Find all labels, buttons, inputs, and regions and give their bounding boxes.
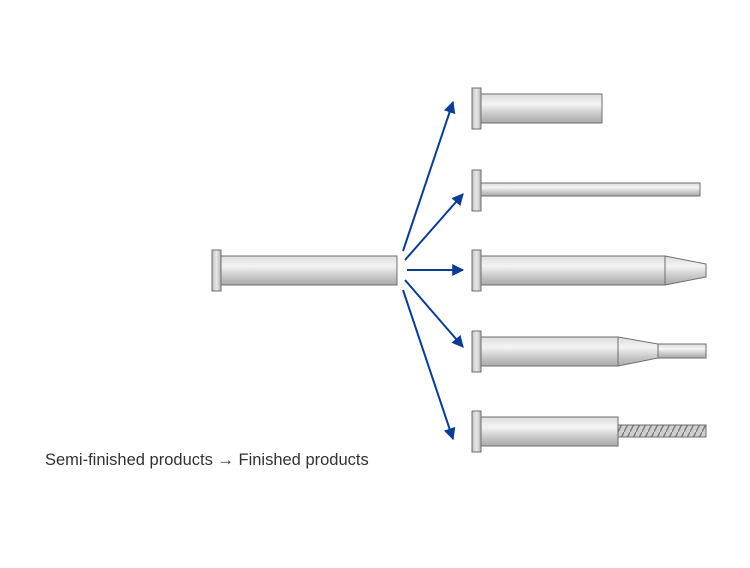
pin-head: [471, 169, 482, 212]
pin-shaft: [480, 336, 619, 367]
finished-pin-short: [471, 87, 603, 130]
pin-head: [471, 249, 482, 292]
pin-head: [471, 410, 482, 453]
finished-pin-tapered-tip: [471, 249, 707, 292]
semi-finished-pin-head: [211, 249, 222, 292]
arrow-to-product-4: [404, 279, 464, 348]
pin-head: [471, 87, 482, 130]
pin-shaft: [480, 255, 666, 286]
finished-pin-thin-long: [471, 169, 701, 212]
pin-reduced-tip: [657, 343, 707, 359]
semi-finished-pin-shaft: [220, 255, 398, 286]
finished-pin-stepped: [471, 330, 707, 373]
pin-tapered-tip: [664, 255, 707, 286]
arrow-to-product-5: [402, 289, 456, 441]
semi-finished-pin: [211, 249, 398, 292]
pin-shaft: [480, 416, 619, 447]
pin-shaft: [480, 93, 603, 124]
pin-shaft: [480, 182, 701, 197]
arrow-to-product-1: [402, 100, 456, 252]
arrows: [402, 100, 465, 441]
pin-thread: [617, 424, 707, 438]
arrow-to-product-2: [404, 193, 464, 261]
pin-head: [471, 330, 482, 373]
pin-taper: [617, 336, 659, 367]
caption: Semi-finished products → Finished produc…: [45, 451, 369, 469]
finished-pin-threaded: [471, 410, 707, 453]
